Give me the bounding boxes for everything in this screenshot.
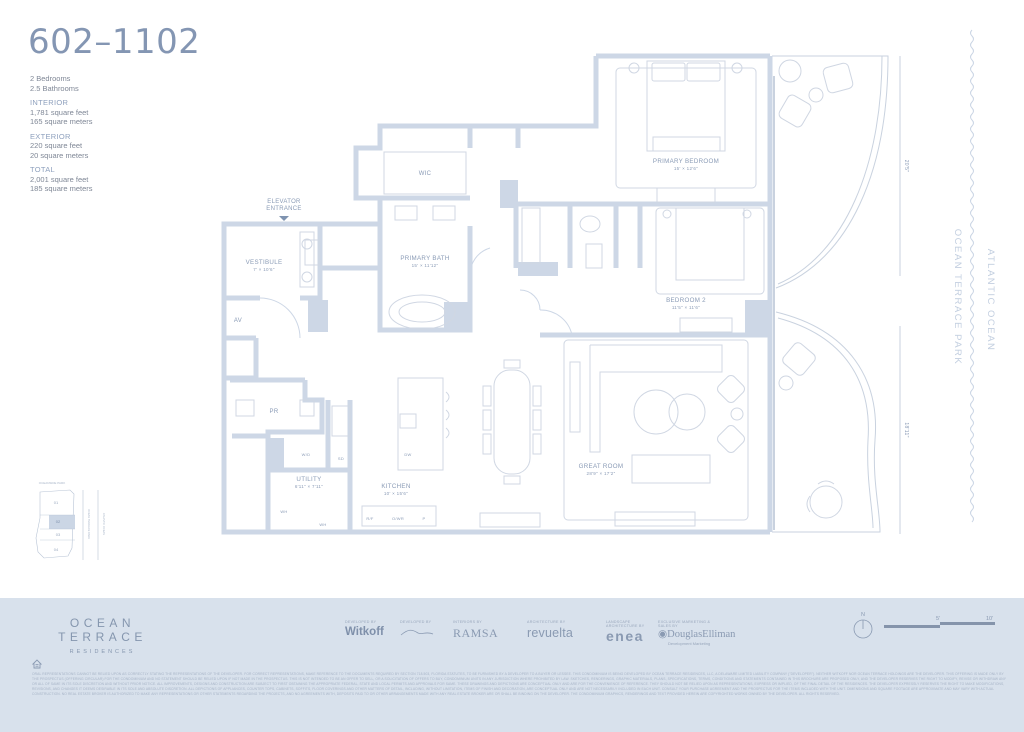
room-kitchen-dims: 10' × 15'6" xyxy=(384,491,408,496)
interior-heading: INTERIOR xyxy=(30,98,69,107)
room-kitchen-name: KITCHEN xyxy=(381,483,410,490)
elevator-label-2: ENTRANCE xyxy=(266,206,301,212)
room-great-room-dims: 28'9" × 17'2" xyxy=(587,471,616,476)
enea-logo: enea xyxy=(606,628,644,644)
room-av-name: AV xyxy=(234,318,242,324)
room-utility-name: UTILITY xyxy=(296,476,321,483)
total-sqm: 185 square meters xyxy=(30,184,93,193)
interior-sqm: 165 square meters xyxy=(30,117,93,126)
brand-name: OCEAN TERRACE xyxy=(58,616,147,644)
bed-bath-group: 2 Bedrooms 2.5 Bathrooms xyxy=(30,74,93,93)
fixture-wd: W/D xyxy=(302,452,311,457)
north-compass-icon: N xyxy=(853,612,873,639)
walls xyxy=(221,53,773,535)
douglas-elliman-sub: Development Marketing xyxy=(668,641,711,646)
credit-label: LANDSCAPE ARCHITECTURE BY xyxy=(606,620,645,628)
fixture-wh-1: WH xyxy=(280,509,287,514)
total-heading: TOTAL xyxy=(30,165,55,174)
credit-architecture-revuelta: ARCHITECTURE BY revuelta xyxy=(527,620,573,640)
room-vestibule-dims: 7' × 10'6" xyxy=(253,267,275,272)
ocean-wave-line xyxy=(970,29,974,523)
total-sqft: 2,001 square feet xyxy=(30,174,89,184)
keyplan-side-label-1: OCEAN TERRACE PARK xyxy=(87,509,91,539)
ocean-terrace-park-label: OCEAN TERRACE PARK xyxy=(952,229,963,365)
room-great-room-name: GREAT ROOM xyxy=(579,463,624,470)
credit-label: ARCHITECTURE BY xyxy=(527,620,566,624)
elevator-arrow-icon xyxy=(279,216,289,221)
room-bedroom-2-dims: 11'5" × 11'6" xyxy=(672,305,700,310)
ramsa-logo: RAMSA xyxy=(453,626,499,640)
keyplan-top-label: OCEANSIDE PARK xyxy=(39,481,65,485)
credit-developer-wave: DEVELOPED BY xyxy=(400,620,434,642)
credit-label: DEVELOPED BY xyxy=(345,620,377,624)
credit-label: EXCLUSIVE MARKETING & SALES BY xyxy=(658,620,711,628)
brand-logo: OCEAN TERRACE RESIDENCES xyxy=(30,616,175,655)
exterior-group: EXTERIOR 220 square feet 20 square meter… xyxy=(30,132,93,161)
fixture-ovens: O/WR xyxy=(392,516,404,521)
room-primary-bedroom-dims: 15' × 12'6" xyxy=(674,166,698,171)
terrace-north-dimension: 20'5" xyxy=(903,160,909,173)
room-primary-bedroom-name: PRIMARY BEDROOM xyxy=(653,158,719,165)
exterior-sqm: 20 square meters xyxy=(30,150,89,160)
fixture-labels: W/D SD WH WH DW R/F O/WR P xyxy=(280,452,425,527)
room-vestibule-name: VESTIBULE xyxy=(246,259,283,266)
floor-plan: ELEVATOR ENTRANCE VESTIBULE 7' × 10'6" A… xyxy=(221,29,996,535)
elevator-label-1: ELEVATOR xyxy=(267,199,301,205)
scale-bar: 5' 10' xyxy=(884,616,995,628)
douglas-elliman-logo: DouglasElliman xyxy=(667,629,736,640)
interior-sqft: 1,781 square feet xyxy=(30,107,89,117)
door-swings xyxy=(259,247,573,339)
scale-mark-5: 5' xyxy=(936,616,940,622)
terrace-furniture xyxy=(778,59,854,519)
room-wic-name: WIC xyxy=(419,171,432,177)
interior-group: INTERIOR 1,781 square feet 165 square me… xyxy=(30,98,93,127)
fixture-rf: R/F xyxy=(366,516,374,521)
keyplan-unit-01: 01 xyxy=(54,500,59,505)
room-bedroom-2-name: BEDROOM 2 xyxy=(666,297,706,304)
brand-sub: RESIDENCES xyxy=(69,649,136,655)
credit-label: INTERIORS BY xyxy=(453,620,482,624)
scale-mark-10: 10' xyxy=(986,616,993,622)
douglas-elliman-emblem-icon: ◉ xyxy=(658,629,668,640)
fixture-dw: DW xyxy=(404,452,411,457)
unit-specs: 2 Bedrooms 2.5 Bathrooms INTERIOR 1,781 … xyxy=(30,74,93,199)
exterior-heading: EXTERIOR xyxy=(30,131,71,141)
atlantic-ocean-label: ATLANTIC OCEAN xyxy=(985,249,996,352)
fixture-p: P xyxy=(423,516,426,521)
credit-label: DEVELOPED BY xyxy=(400,620,432,624)
keyplan-unit-04: 04 xyxy=(54,547,59,552)
legal-disclaimer: ORAL REPRESENTATIONS CANNOT BE RELIED UP… xyxy=(32,672,1006,697)
keyplan-unit-03: 03 xyxy=(56,532,61,537)
terrace-south-dimension: 18'11" xyxy=(903,422,909,437)
furniture xyxy=(235,60,765,528)
room-primary-bath-name: PRIMARY BATH xyxy=(400,255,449,262)
bedrooms-count: 2 Bedrooms xyxy=(30,74,71,83)
credit-developer-witkoff: DEVELOPED BY Witkoff xyxy=(345,620,384,638)
room-primary-bath-dims: 15' × 11'12" xyxy=(412,263,439,268)
wall-masses xyxy=(268,180,770,468)
keyplan-outline xyxy=(35,489,75,559)
fixture-sd: SD xyxy=(338,456,344,461)
bathrooms-count: 2.5 Bathrooms xyxy=(30,83,79,93)
terraces xyxy=(772,55,901,534)
total-group: TOTAL 2,001 square feet 185 square meter… xyxy=(30,165,93,194)
keyplan-highlight xyxy=(49,515,75,529)
unit-title: 602–1102 xyxy=(28,22,201,62)
keyplan-side-label-2: ATLANTIC OCEAN xyxy=(102,513,106,535)
room-pr-name: PR xyxy=(270,409,279,415)
fixture-wh-2: WH xyxy=(319,522,326,527)
witkoff-logo: Witkoff xyxy=(345,626,384,638)
credit-marketing-douglas-elliman: EXCLUSIVE MARKETING & SALES BY ◉DouglasE… xyxy=(658,620,735,646)
keyplan-unit-02: 02 xyxy=(56,519,61,524)
room-utility-dims: 6'11" × 7'11" xyxy=(295,484,323,489)
key-plan: OCEANSIDE PARK 01 02 03 04 OCEAN TERRACE… xyxy=(35,481,106,560)
credit-landscape-enea: LANDSCAPE ARCHITECTURE BY enea xyxy=(606,620,646,644)
credit-interiors-ramsa: INTERIORS BY RAMSA xyxy=(453,620,498,641)
footer: OCEAN TERRACE RESIDENCES DEVELOPED BY Wi… xyxy=(0,598,1024,732)
exterior-sqft: 220 square feet xyxy=(30,141,83,150)
equal-housing-icon xyxy=(32,659,42,669)
developer-wave-logo-icon xyxy=(400,629,434,636)
compass-north-label: N xyxy=(861,612,865,618)
revuelta-logo: revuelta xyxy=(527,626,574,640)
